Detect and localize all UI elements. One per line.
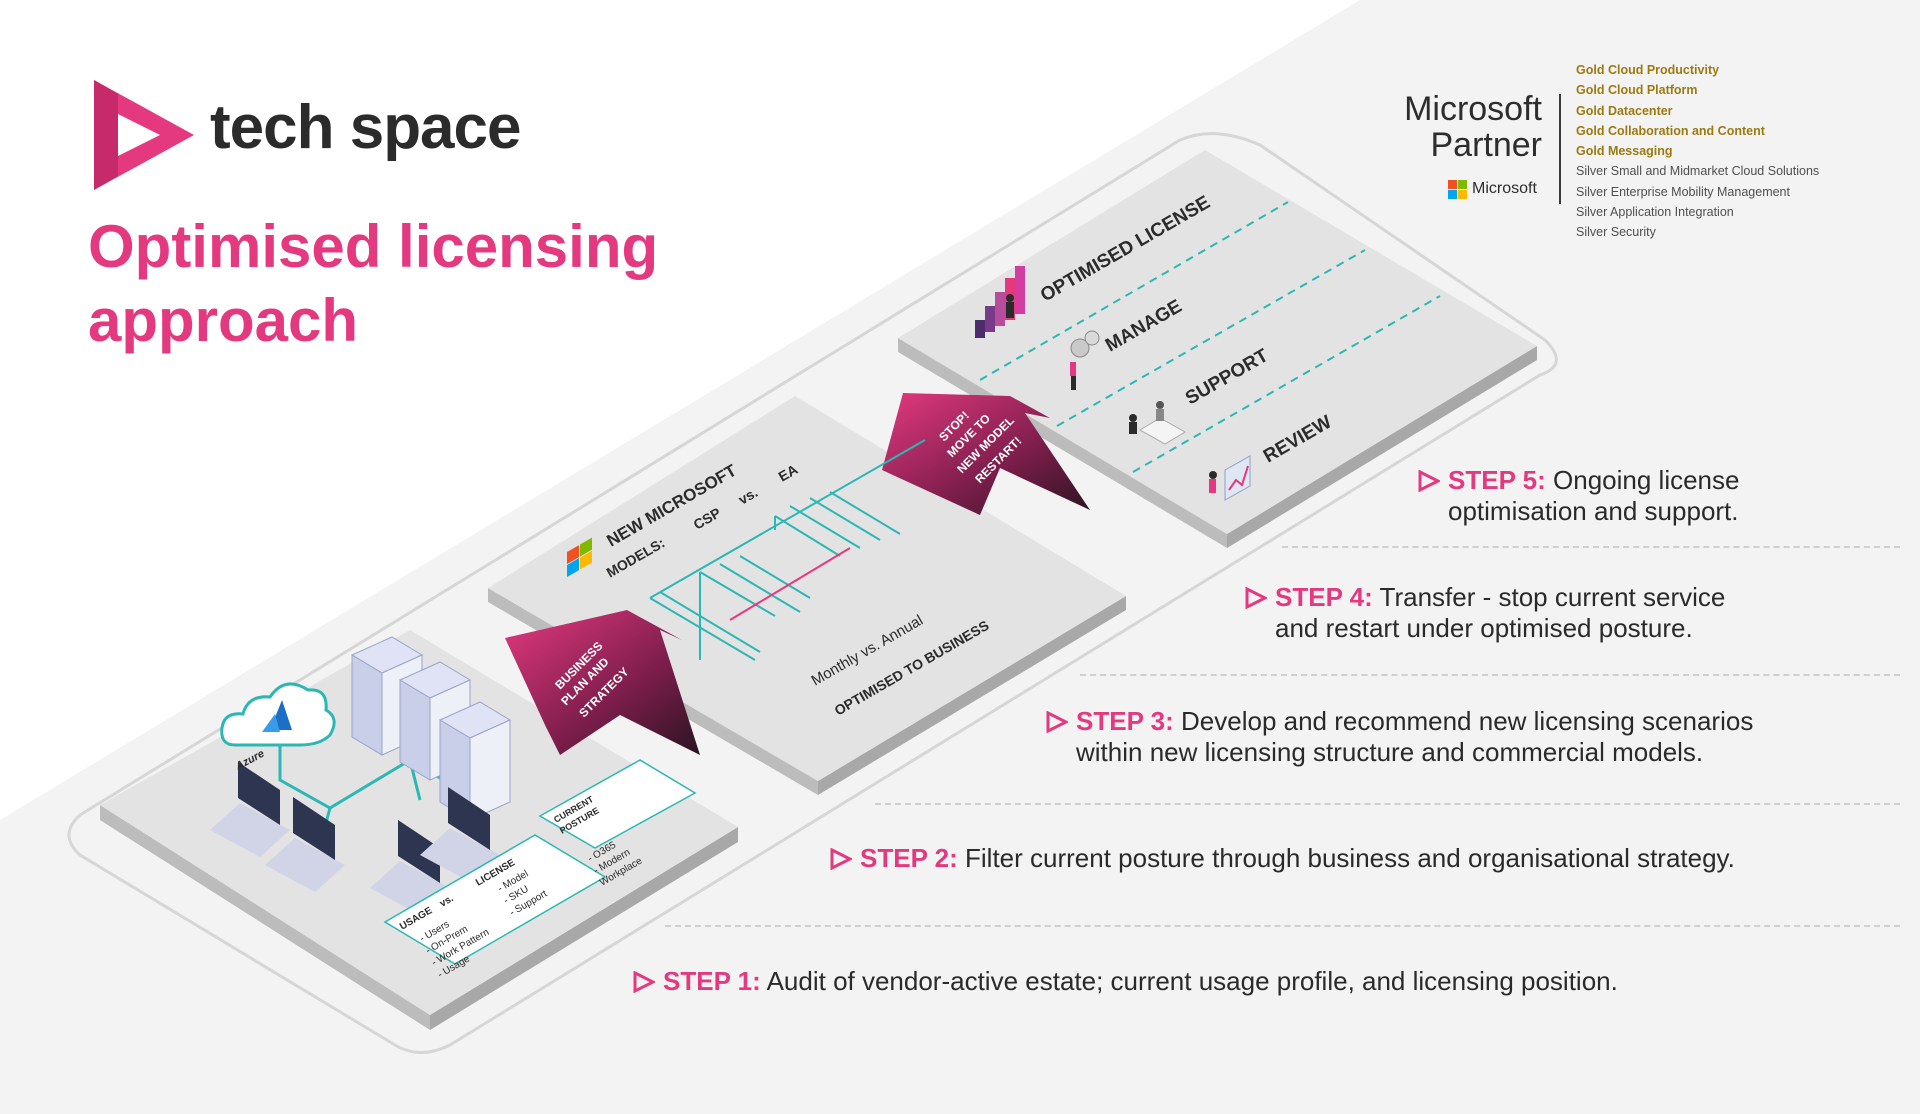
step-text: Develop and recommend new licensing scen…	[1181, 706, 1754, 736]
competency-item: Silver Enterprise Mobility Management	[1576, 184, 1790, 199]
partner-word-microsoft: Microsoft	[1404, 90, 1542, 128]
competency-item: Silver Application Integration	[1576, 205, 1734, 220]
microsoft-models-logo-icon	[567, 537, 592, 577]
divider	[665, 925, 1900, 927]
step-label: STEP 1:	[663, 966, 761, 996]
comparison-graph	[649, 439, 926, 661]
microsoft-logo-icon	[1448, 180, 1467, 199]
step-text: Filter current posture through business …	[965, 843, 1735, 873]
step-label: STEP 5:	[1448, 465, 1546, 495]
step-arrow-icon	[1418, 470, 1440, 492]
step-text: Transfer - stop current service	[1379, 582, 1726, 612]
step-5: STEP 5: Ongoing license optimisation and…	[1418, 465, 1740, 527]
step-1: STEP 1: Audit of vendor-active estate; c…	[633, 966, 1618, 997]
competency-item: Gold Cloud Productivity	[1576, 63, 1720, 77]
arrow-business-plan	[505, 610, 700, 755]
page-title-line2: approach	[88, 287, 359, 354]
partner-word-partner: Partner	[1430, 126, 1543, 164]
step-label: STEP 4:	[1275, 582, 1373, 612]
step-label: STEP 2:	[860, 843, 958, 873]
step-arrow-icon	[633, 971, 655, 993]
step-text: Ongoing license	[1553, 465, 1740, 495]
divider	[1080, 674, 1900, 676]
gears-person-icon	[1070, 330, 1100, 390]
step-3: STEP 3: Develop and recommend new licens…	[1046, 706, 1754, 768]
divider	[875, 803, 1900, 805]
step-arrow-icon	[1245, 587, 1267, 609]
support-team-icon	[1129, 401, 1186, 445]
competency-item: Silver Small and Midmarket Cloud Solutio…	[1576, 164, 1820, 179]
step-text-line2: and restart under optimised posture.	[1275, 613, 1693, 643]
divider	[1282, 546, 1900, 548]
diagram-outline	[67, 132, 1558, 1054]
competency-item: Gold Cloud Platform	[1576, 83, 1698, 98]
step-arrow-icon	[1046, 711, 1068, 733]
step-text: Audit of vendor-active estate; current u…	[766, 966, 1618, 996]
step-text-line2: within new licensing structure and comme…	[1076, 737, 1704, 767]
techspace-logo-icon	[94, 80, 194, 190]
growth-bars-icon	[975, 266, 1025, 338]
laptop-icon	[265, 797, 345, 892]
graph-highlight	[729, 547, 851, 621]
competency-item: Silver Security	[1576, 225, 1656, 240]
review-chart-icon	[1209, 455, 1251, 501]
azure-cloud-icon	[220, 682, 336, 747]
brand-name: tech space	[210, 93, 522, 162]
laptop-icon	[210, 762, 290, 857]
partner-divider	[1559, 94, 1561, 204]
competency-item: Gold Collaboration and Content	[1576, 123, 1765, 138]
competency-item: Gold Datacenter	[1576, 103, 1673, 118]
panel-optimised	[898, 150, 1537, 548]
usage-license-box	[383, 759, 697, 965]
arrow-stop-move	[882, 393, 1090, 515]
step-4: STEP 4: Transfer - stop current service …	[1245, 582, 1726, 644]
step-2: STEP 2: Filter current posture through b…	[830, 843, 1735, 874]
step-label: STEP 3:	[1076, 706, 1174, 736]
step-arrow-icon	[830, 848, 852, 870]
step-text-line2: optimisation and support.	[1448, 496, 1739, 526]
partner-competency-list: Gold Cloud Productivity Gold Cloud Platf…	[1576, 60, 1819, 243]
server-stack-icon	[350, 636, 512, 821]
competency-item: Gold Messaging	[1576, 144, 1673, 159]
partner-badge-label: Microsoft	[1472, 180, 1537, 197]
page-title-line1: Optimised licensing	[88, 213, 659, 280]
